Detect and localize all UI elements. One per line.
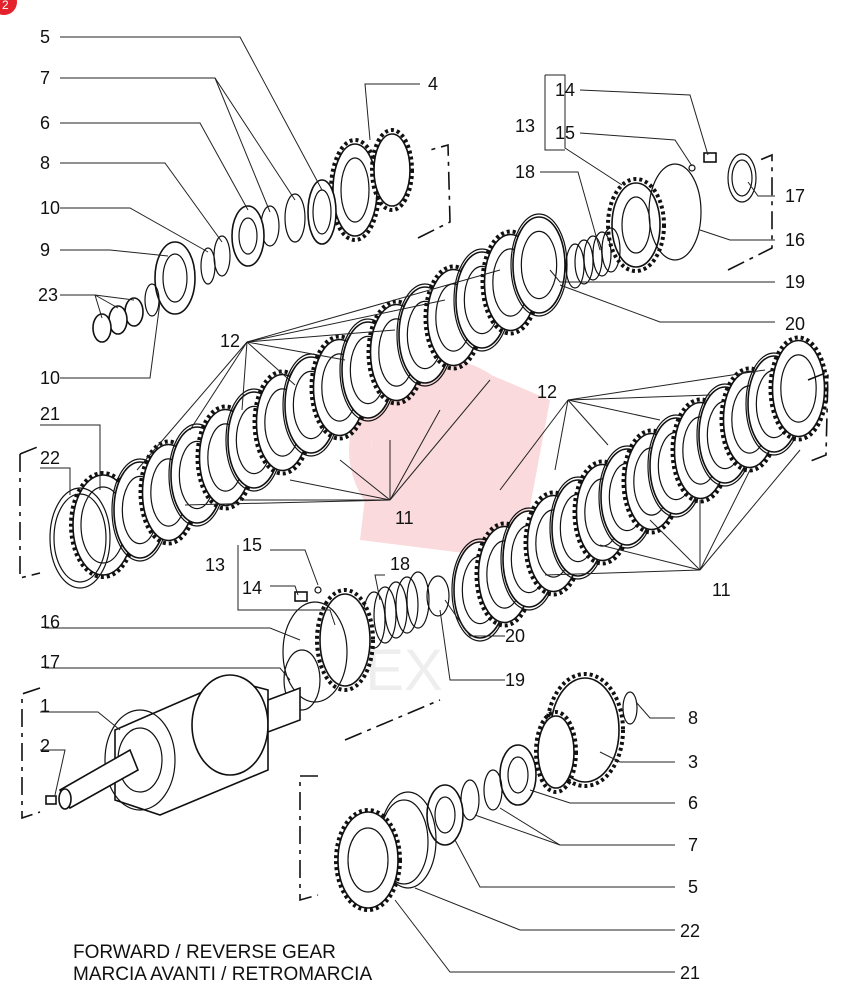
label-11: 11 [395,508,414,528]
clutch-disc-icon [334,808,402,912]
pin-icon [703,152,717,163]
label-17: 17 [40,652,60,672]
gear-icon [534,672,625,794]
label-12: 12 [220,331,240,351]
snap-ring-icon [284,193,306,243]
label-6: 6 [40,113,50,133]
label-14: 14 [242,578,262,598]
plug-icon [45,795,57,805]
label-21: 21 [680,963,700,983]
snap-ring-icon [727,153,757,203]
upper-clutch-pack [19,213,568,589]
label-18: 18 [515,162,535,182]
label-22: 22 [680,921,700,941]
top-right-assembly [540,152,773,289]
part-number-labels: 5 7 6 8 10 9 23 10 4 14 13 15 18 17 16 1… [38,27,805,983]
clutch-disc-icon [768,335,829,442]
bottom-assembly [299,672,638,912]
label-21: 21 [40,404,60,424]
label-19: 19 [505,670,525,690]
label-23: 23 [38,285,58,305]
label-5: 5 [40,27,50,47]
lower-clutch-pack [282,335,829,711]
label-14: 14 [555,80,575,100]
title-line-1: FORWARD / REVERSE GEAR [73,942,336,963]
label-20: 20 [785,314,805,334]
label-13: 13 [515,116,535,136]
svg-text:2: 2 [2,0,9,12]
label-3: 3 [688,752,698,772]
label-20: 20 [505,626,525,646]
label-2: 2 [40,736,50,756]
label-6: 6 [688,793,698,813]
snap-ring-icon [622,691,638,725]
title-line-2: MARCIA AVANTI / RETROMARCIA [73,964,372,985]
label-10: 10 [40,198,60,218]
diagram-title: FORWARD / REVERSE GEAR MARCIA AVANTI / R… [73,942,372,985]
label-8: 8 [40,153,50,173]
shaft-drum-assembly [21,674,301,820]
shaft-icon [58,686,301,810]
clutch-disc-icon [510,213,568,317]
label-22: 22 [40,448,60,468]
bearing-icon [154,241,196,315]
bearing-icon [499,744,537,806]
label-19: 19 [785,272,805,292]
label-8: 8 [688,708,698,728]
label-16: 16 [40,612,60,632]
spring-icon [565,227,621,289]
gear-icon [329,128,414,242]
top-left-assembly [92,128,451,343]
label-15: 15 [555,123,575,143]
label-5: 5 [688,877,698,897]
label-7: 7 [688,835,698,855]
label-16: 16 [785,230,805,250]
label-1: 1 [40,696,50,716]
bearing-icon [307,179,337,245]
label-11: 11 [712,580,731,600]
label-12: 12 [537,382,557,402]
label-17: 17 [785,186,805,206]
label-10: 10 [40,368,60,388]
leader-lines [40,36,801,973]
label-9: 9 [40,240,50,260]
label-18: 18 [390,554,410,574]
page-badge: 2 [0,0,17,15]
label-4: 4 [428,74,438,94]
label-7: 7 [40,68,50,88]
label-15: 15 [242,535,262,555]
bearing-icon [231,205,265,267]
label-13: 13 [205,555,225,575]
clutch-disc-icon [611,182,661,268]
